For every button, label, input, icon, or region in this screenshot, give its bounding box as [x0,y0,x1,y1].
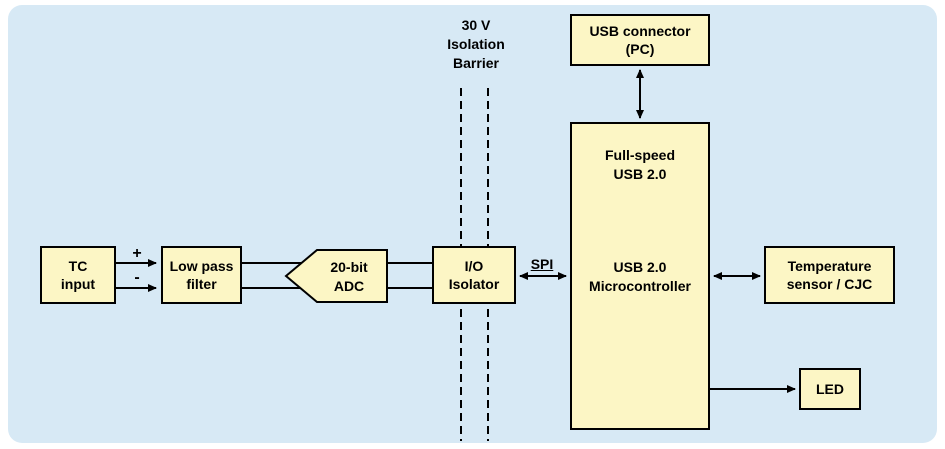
wire-adc-to-isolator [387,262,432,289]
block-adc-label-wrap: 20-bit ADC [313,258,385,296]
plus-sign-wrap: + [126,245,148,263]
minus-sign-label: - [134,269,140,286]
mcu-main-label-wrap: USB 2.0 Microcontroller [572,258,708,296]
block-led: LED [799,368,861,410]
block-io-isolator: I/O Isolator [432,246,516,304]
mcu-main-label: USB 2.0 Microcontroller [589,259,691,294]
block-temperature-sensor: Temperature sensor / CJC [764,246,895,304]
block-usb-microcontroller [570,122,710,430]
plus-sign-label: + [132,245,142,262]
adc-label: 20-bit ADC [330,259,368,294]
block-usb-connector: USB connector (PC) [570,14,710,66]
mcu-fullspeed-label: Full-speed USB 2.0 [604,147,675,182]
block-tc-input: TC input [40,246,116,304]
minus-sign-wrap: - [126,269,148,287]
led-label: LED [816,380,844,397]
low-pass-filter-label: Low pass filter [169,257,234,292]
mcu-fullspeed-label-wrap: Full-speed USB 2.0 [572,146,708,184]
isolation-barrier-label: 30 V Isolation Barrier [447,17,505,71]
tc-input-label: TC input [60,257,96,292]
adc-block-shape [284,249,388,303]
temperature-sensor-label: Temperature sensor / CJC [786,257,873,292]
usb-connector-label: USB connector (PC) [589,22,691,57]
io-isolator-label: I/O Isolator [448,257,500,292]
wire-tc-to-filter [116,259,157,292]
block-low-pass-filter: Low pass filter [161,246,242,304]
spi-label-wrap: SPI [520,255,564,274]
spi-label: SPI [530,256,554,272]
isolation-barrier-label-wrap: 30 V Isolation Barrier [430,16,522,73]
diagram-background [8,5,937,443]
